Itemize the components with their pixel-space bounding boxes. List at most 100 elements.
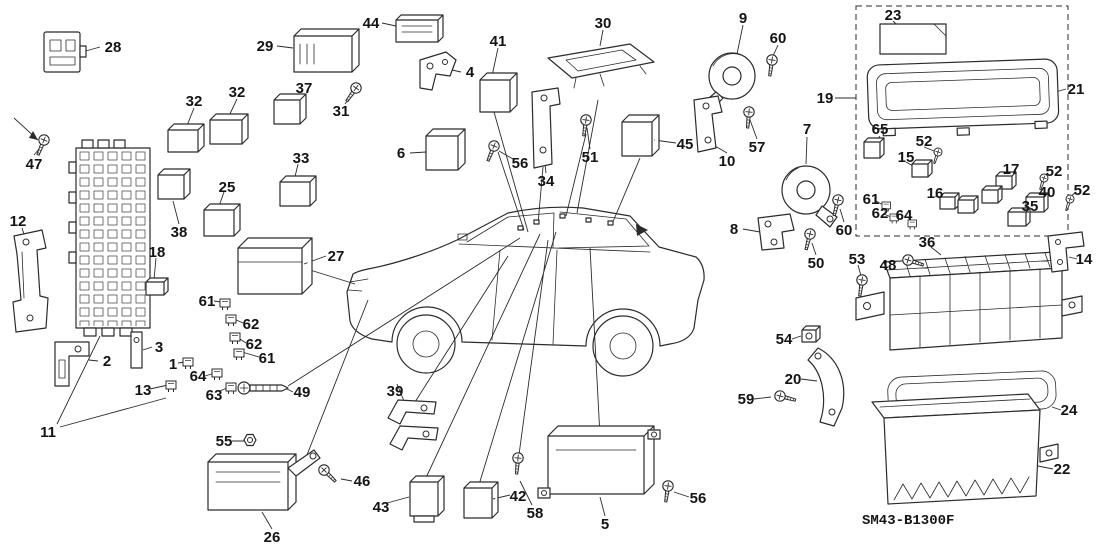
- callout-48: 48: [880, 257, 897, 274]
- relay-small-a: [957, 195, 979, 214]
- bolt-56-b: [660, 479, 675, 504]
- callout-18: 18: [149, 244, 166, 261]
- callout-26: 26: [264, 529, 281, 546]
- clip-61-left-b: [233, 348, 245, 361]
- callout-52-a: 52: [916, 133, 933, 150]
- callout-57: 57: [749, 139, 766, 156]
- callout-32-b: 32: [229, 84, 246, 101]
- callout-36: 36: [919, 234, 936, 251]
- relay-33: [279, 175, 317, 207]
- callout-52-b: 52: [1046, 163, 1063, 180]
- relay-37: [273, 93, 307, 125]
- callout-61-left-b: 61: [259, 350, 276, 367]
- callout-52-c: 52: [1074, 182, 1091, 199]
- callout-51: 51: [582, 149, 599, 166]
- relay-35: [1007, 207, 1031, 227]
- relay-45: [621, 114, 660, 157]
- callout-55: 55: [216, 433, 233, 450]
- callout-34: 34: [538, 173, 555, 190]
- pointer-arrow-topleft: [13, 117, 39, 141]
- relay-25: [203, 203, 241, 237]
- callout-24: 24: [1061, 402, 1078, 419]
- fuse-box-lid-21: [866, 58, 1060, 137]
- module-28: [43, 31, 87, 73]
- clip-13: [165, 380, 177, 393]
- callout-45: 45: [677, 136, 694, 153]
- callout-64-left: 64: [190, 368, 207, 385]
- screw-46: [316, 462, 340, 486]
- callout-35: 35: [1022, 198, 1039, 215]
- clip-62-left-b: [229, 332, 241, 345]
- callout-58: 58: [527, 505, 544, 522]
- clip-62-left-a: [225, 314, 237, 327]
- callout-15: 15: [898, 149, 915, 166]
- plate-23: [879, 23, 947, 55]
- callout-46: 46: [354, 473, 371, 490]
- callout-37: 37: [296, 80, 313, 97]
- callout-33: 33: [293, 150, 310, 167]
- relay-43: [409, 475, 445, 523]
- callout-12: 12: [10, 213, 27, 230]
- relay-65: [863, 137, 885, 159]
- callout-38: 38: [171, 224, 188, 241]
- bracket-34: [531, 87, 561, 169]
- front-wheel: [396, 314, 456, 374]
- callout-50: 50: [808, 255, 825, 272]
- callout-30: 30: [595, 15, 612, 32]
- relay-small-b: [981, 185, 1003, 204]
- bracket-4: [419, 51, 457, 91]
- callout-59: 59: [738, 391, 755, 408]
- control-unit-5: [537, 425, 661, 499]
- callout-5: 5: [601, 516, 609, 533]
- relay-41: [479, 72, 518, 113]
- bolt-31: [342, 80, 364, 105]
- callout-56-b: 56: [690, 490, 707, 507]
- callout-7: 7: [803, 121, 811, 138]
- relay-32-b: [209, 113, 249, 145]
- clip-63-left: [225, 382, 237, 395]
- callout-13: 13: [135, 382, 152, 399]
- callout-25: 25: [219, 179, 236, 196]
- bracket-8: [757, 213, 795, 251]
- bolt-50: [800, 227, 817, 252]
- callout-labels: 28 47 12 32 32 37 29 31 44 4 41 30 9 60 …: [10, 7, 1093, 546]
- module-44: [395, 14, 444, 43]
- callout-21: 21: [1068, 81, 1085, 98]
- grommet-54: [801, 325, 821, 343]
- bracket-14: [1047, 231, 1085, 273]
- bracket-2: [54, 341, 90, 387]
- callout-16: 16: [927, 185, 944, 202]
- callout-19: 19: [817, 90, 834, 107]
- callout-63-left: 63: [206, 387, 223, 404]
- relay-32-a: [167, 123, 205, 153]
- callout-2: 2: [103, 353, 111, 370]
- relay-16: [939, 192, 960, 210]
- clip-64-left: [211, 368, 223, 381]
- clip-61-left-a: [219, 298, 231, 311]
- callout-1: 1: [169, 356, 177, 373]
- callout-41: 41: [490, 33, 507, 50]
- callout-61-left-a: 61: [199, 293, 216, 310]
- callout-8: 8: [730, 221, 738, 238]
- diagram-code: SM43-B1300F: [862, 513, 954, 529]
- relay-15: [911, 159, 933, 178]
- bracket-20: [807, 347, 845, 427]
- bracket-39: [387, 399, 439, 451]
- callout-39: 39: [387, 383, 404, 400]
- bracket-12: [12, 229, 49, 333]
- callout-6: 6: [397, 145, 405, 162]
- callout-20: 20: [785, 371, 802, 388]
- bracket-10: [693, 95, 723, 153]
- fuse-box-11: [68, 139, 151, 337]
- harness-clip-marks: [517, 213, 648, 236]
- callout-62-right: 62: [872, 205, 889, 222]
- cover-27: [237, 237, 313, 295]
- bolt-56-a: [482, 138, 502, 164]
- bolt-60-a: [764, 53, 779, 78]
- screw-59: [773, 389, 798, 406]
- callout-49: 49: [294, 384, 311, 401]
- callout-27: 27: [328, 248, 345, 265]
- callout-17: 17: [1003, 161, 1020, 178]
